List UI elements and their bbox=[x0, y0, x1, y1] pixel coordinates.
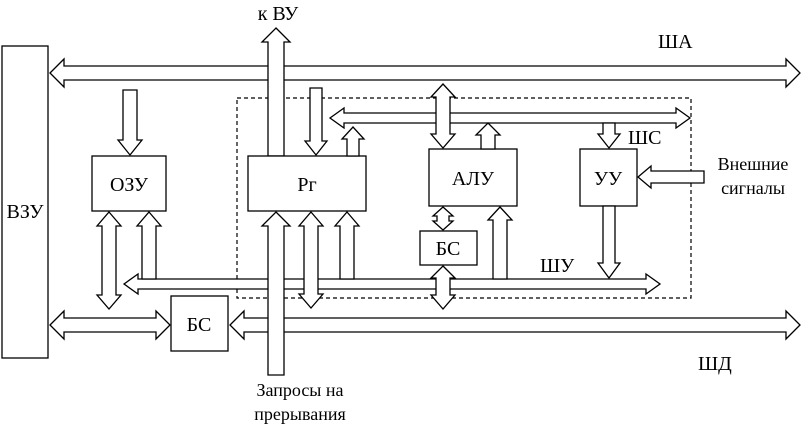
control-bus-label: ШУ bbox=[540, 255, 575, 277]
data-bus-label: ШД bbox=[698, 353, 732, 375]
rg-data-bus-arrow bbox=[297, 211, 325, 309]
system-bus bbox=[328, 106, 692, 130]
alu-label: АЛУ bbox=[452, 168, 495, 190]
vzu-label: ВЗУ bbox=[6, 201, 44, 223]
sha-alu-arrow bbox=[429, 83, 457, 149]
address-bus bbox=[49, 57, 801, 89]
data-bus-right bbox=[229, 309, 801, 341]
ozu-label: ОЗУ bbox=[110, 174, 149, 196]
vzu-block bbox=[1, 45, 49, 359]
bs-data-bus-arrow bbox=[429, 265, 457, 310]
rg-to-shs-arrow bbox=[340, 126, 366, 157]
alu-block bbox=[428, 148, 518, 207]
data-bus-left bbox=[49, 309, 171, 341]
interrupt-requests-arrow bbox=[260, 211, 292, 376]
to-vu-label: к ВУ bbox=[258, 3, 299, 25]
system-bus-label: ШС bbox=[628, 127, 662, 149]
processor-boundary bbox=[236, 97, 692, 299]
sha-to-rg-arrow bbox=[303, 87, 329, 157]
external-signals-line1: Внешние bbox=[718, 154, 789, 174]
control-to-ozu-arrow bbox=[135, 211, 163, 280]
external-signals-arrow bbox=[636, 164, 705, 190]
address-bus-label: ША bbox=[658, 31, 693, 53]
rg-block bbox=[247, 155, 367, 212]
control-bus bbox=[122, 272, 662, 296]
shs-to-uu-arrow bbox=[596, 122, 622, 150]
alu-bs-arrow bbox=[431, 206, 455, 231]
uu-label: УУ bbox=[594, 168, 623, 190]
rg-label: Рг bbox=[297, 174, 316, 196]
uu-block bbox=[579, 148, 638, 207]
sha-to-ozu-arrow bbox=[116, 89, 144, 157]
bs-inner-label: БС bbox=[436, 238, 461, 260]
bs-outer-block bbox=[170, 295, 229, 352]
bs-inner-block bbox=[419, 230, 478, 266]
alu-to-shs-arrow bbox=[474, 122, 502, 150]
rg-to-vu-arrow bbox=[260, 27, 292, 157]
control-to-rg-arrow bbox=[333, 211, 361, 280]
ozu-data-bus-arrow bbox=[95, 211, 123, 310]
uu-to-control-arrow bbox=[596, 205, 622, 280]
ozu-block bbox=[91, 155, 167, 212]
interrupts-label-line2: прерывания bbox=[254, 404, 346, 424]
interrupts-label-line1: Запросы на bbox=[256, 380, 343, 400]
control-to-alu-arrow bbox=[486, 206, 514, 280]
bs-outer-label: БС bbox=[187, 314, 212, 336]
external-signals-line2: сигналы bbox=[721, 178, 785, 198]
